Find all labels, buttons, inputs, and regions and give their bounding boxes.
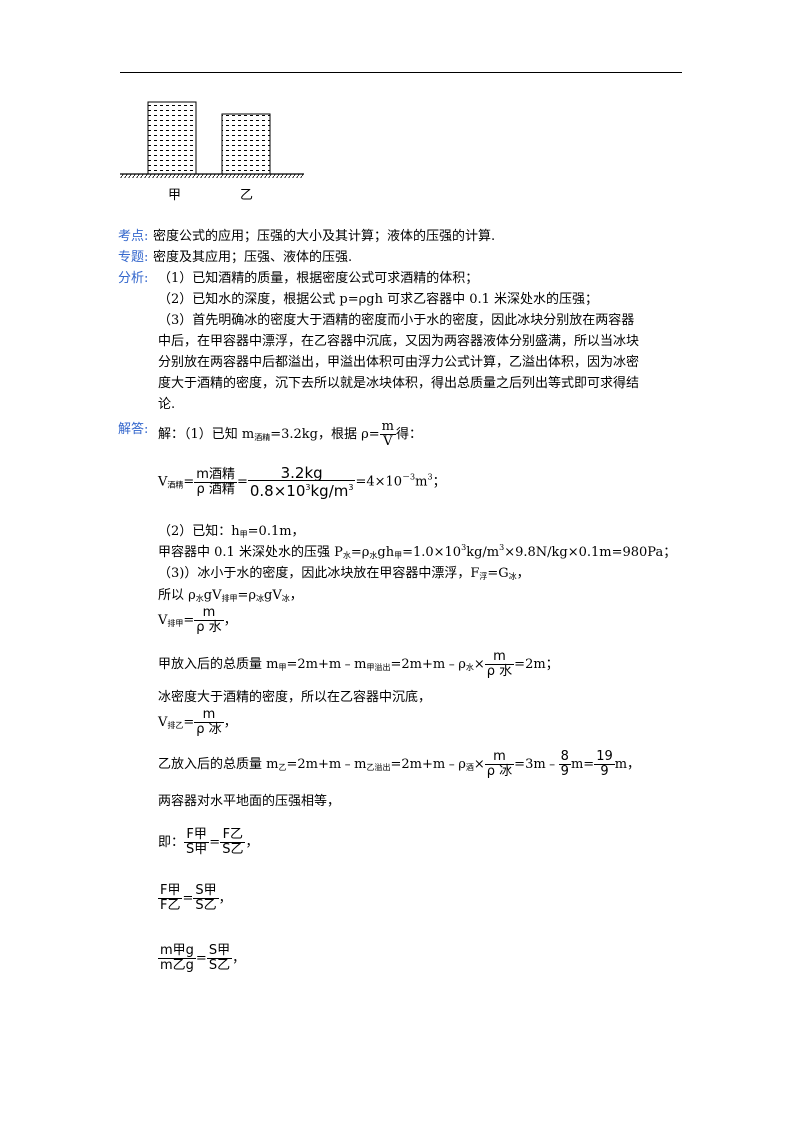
solution-line-12: 两容器对水平地面的压强相等， <box>158 794 341 809</box>
analysis-p3-line5: 论. <box>158 397 176 412</box>
header-rule <box>120 72 682 73</box>
solution-line-4: 甲容器中 0.1 米深处水的压强 P水=ρ水gh甲=1.0×103kg/m3×9… <box>158 543 677 560</box>
containers-diagram <box>120 101 304 179</box>
solution-line-6: 所以 ρ水gV排甲=ρ冰gV冰， <box>158 588 303 603</box>
solution-line-3: （2）已知：h甲=0.1m， <box>158 524 305 539</box>
analysis-p3-line1: （3）首先明确冰的密度大于酒精的密度而小于水的密度，因此冰块分别放在两容器 <box>158 313 635 328</box>
solution-line-9: 冰密度大于酒精的密度，所以在乙容器中沉底， <box>158 690 432 705</box>
tag-zhuanti: 专题: <box>118 250 149 265</box>
analysis-p3-line3: 分别放在两容器中后都溢出，甲溢出体积可由浮力公式计算，乙溢出体积，因为冰密 <box>158 355 640 370</box>
analysis-p2: （2）已知水的深度，根据公式 p=ρgh 可求乙容器中 0.1 米深处水的压强； <box>158 292 599 307</box>
label-yi: 乙 <box>240 188 254 203</box>
container-jia <box>147 101 197 175</box>
analysis-p3-line2: 中后，在甲容器中漂浮，在乙容器中沉底，又因为两容器液体分别盛满，所以当冰块 <box>158 334 640 349</box>
container-yi <box>221 113 271 175</box>
tag-jieda: 解答: <box>118 422 149 437</box>
label-jia: 甲 <box>168 188 182 203</box>
analysis-p3-line4: 度大于酒精的密度，沉下去所以就是冰块体积，得出总质量之后列出等式即可求得结 <box>158 376 640 391</box>
kaodian-text: 密度公式的应用；压强的大小及其计算；液体的压强的计算. <box>153 229 496 244</box>
analysis-p1: （1）已知酒精的质量，根据密度公式可求酒精的体积； <box>158 271 479 286</box>
containers-figure: 甲 乙 <box>118 98 308 203</box>
tag-fenxi: 分析: <box>118 271 149 286</box>
zhuanti-text: 密度及其应用；压强、液体的压强. <box>153 250 353 265</box>
solution-line-5: （3)）冰小于水的密度，因此冰块放在甲容器中漂浮，F浮=G冰， <box>158 566 530 581</box>
ground-hatch <box>120 174 304 179</box>
tag-kaodian: 考点: <box>118 229 149 244</box>
